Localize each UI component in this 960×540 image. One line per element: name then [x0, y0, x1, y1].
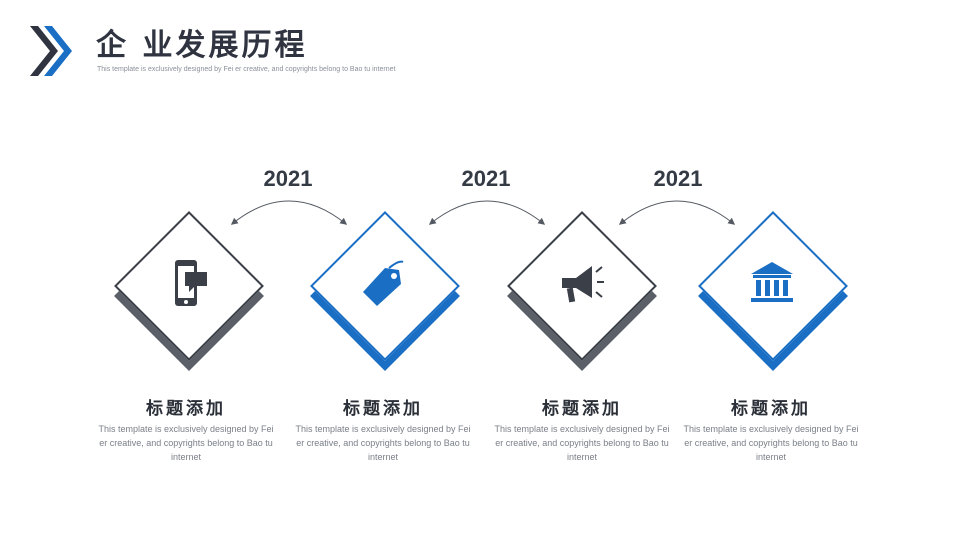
bank-building-icon [751, 262, 793, 302]
smartphone-message-icon [175, 260, 207, 306]
page-subtitle: This template is exclusively designed by… [97, 66, 396, 73]
step-title-2: 标题添加 [343, 399, 423, 419]
year-label-3: 2021 [653, 166, 703, 191]
connector-arc-1 [230, 200, 348, 225]
page-title: 企 业发展历程 [96, 28, 308, 63]
step-desc-4: This template is exclusively designed by… [683, 424, 859, 462]
step-diamond-2 [309, 210, 460, 371]
step-diamond-4 [697, 210, 848, 371]
price-tag-icon [363, 260, 404, 306]
year-label-2: 2021 [461, 166, 511, 191]
step-diamond-3 [506, 210, 657, 371]
step-desc-1: This template is exclusively designed by… [98, 424, 274, 462]
step-desc-3: This template is exclusively designed by… [494, 424, 670, 462]
year-label-1: 2021 [263, 166, 313, 191]
step-desc-2: This template is exclusively designed by… [295, 424, 471, 462]
step-diamond-1 [113, 210, 264, 371]
chevron-logo-icon [30, 26, 72, 76]
step-title-3: 标题添加 [542, 399, 622, 419]
step-title-4: 标题添加 [731, 399, 811, 419]
megaphone-icon [562, 266, 604, 303]
connector-arc-3 [618, 200, 736, 225]
connector-arc-2 [428, 200, 546, 225]
step-title-1: 标题添加 [146, 399, 226, 419]
